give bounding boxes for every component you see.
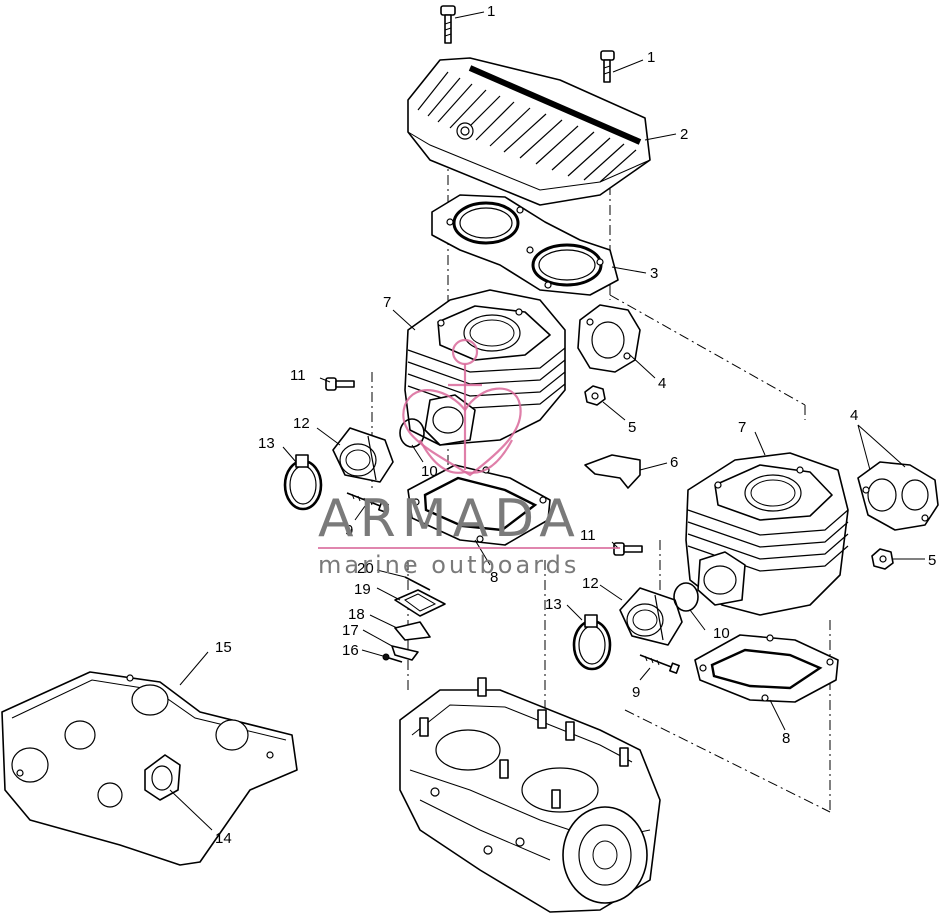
exhaust-gasket-rear xyxy=(857,461,939,531)
intake-manifold-gasket xyxy=(144,754,181,801)
callout-label: 7 xyxy=(383,294,391,311)
callout-label: 8 xyxy=(782,730,790,747)
cylinder-head-bolt-left xyxy=(440,5,456,44)
screw-front xyxy=(346,492,389,513)
callout-label: 3 xyxy=(650,265,658,282)
cylinder-front xyxy=(404,289,566,446)
cylinder-head-bolt-right xyxy=(600,50,615,83)
callout-label: 5 xyxy=(928,552,936,569)
callout-label: 7 xyxy=(738,419,746,436)
callout-label: 5 xyxy=(628,419,636,436)
callout-label: 1 xyxy=(647,49,655,66)
callout-label: 20 xyxy=(357,560,374,577)
callout-label: 2 xyxy=(680,126,688,143)
callout-labels: 1 1 2 3 7 4 11 5 12 13 10 6 4 7 9 8 5 11… xyxy=(215,3,936,847)
callout-label: 15 xyxy=(215,639,232,656)
base-gasket-front xyxy=(407,464,551,546)
callout-label: 11 xyxy=(290,367,306,384)
callout-label: 12 xyxy=(293,415,310,432)
watermark-tagline: marine outboards xyxy=(318,551,579,579)
exhaust-gasket-front xyxy=(577,304,641,373)
callout-label: 17 xyxy=(342,622,359,639)
callout-label: 10 xyxy=(713,625,730,642)
hose-clamp-front xyxy=(283,454,323,511)
callout-label: 9 xyxy=(632,684,640,701)
callout-label: 14 xyxy=(215,830,232,847)
head-gasket xyxy=(431,194,619,296)
intake-boot-front xyxy=(332,427,394,483)
callout-label: 16 xyxy=(342,642,359,659)
callout-label: 9 xyxy=(345,522,353,539)
reed-valve-parts xyxy=(382,576,446,663)
nut-rear xyxy=(871,548,894,570)
callout-label: 4 xyxy=(850,407,858,424)
callout-label: 19 xyxy=(354,581,371,598)
brand-watermark: ARMADA marine outboards xyxy=(318,338,620,579)
callout-label: 8 xyxy=(490,569,498,586)
nut-front xyxy=(584,385,606,406)
leader-lines xyxy=(169,11,925,831)
intake-bolt-front xyxy=(325,377,355,391)
callout-label: 13 xyxy=(258,435,275,452)
cylinder-head xyxy=(407,57,651,206)
callout-label: 18 xyxy=(348,606,365,623)
mounting-bracket xyxy=(584,454,641,489)
callout-label: 10 xyxy=(421,463,438,480)
callout-label: 1 xyxy=(487,3,495,20)
cylinder-rear xyxy=(685,452,849,616)
callout-label: 4 xyxy=(658,375,666,392)
screw-rear xyxy=(639,654,680,674)
callout-label: 13 xyxy=(545,596,562,613)
crankcase xyxy=(399,677,661,913)
base-gasket-rear xyxy=(694,634,839,703)
watermark-brand: ARMADA xyxy=(318,489,581,549)
anchor-heart-icon xyxy=(402,338,522,477)
callout-label: 11 xyxy=(580,527,596,544)
hose-clamp-rear xyxy=(572,614,612,671)
o-ring-rear xyxy=(673,582,699,612)
intake-boot-rear xyxy=(619,587,683,646)
callout-label: 6 xyxy=(670,454,678,471)
o-ring-front xyxy=(399,418,425,448)
callout-label: 12 xyxy=(582,575,599,592)
